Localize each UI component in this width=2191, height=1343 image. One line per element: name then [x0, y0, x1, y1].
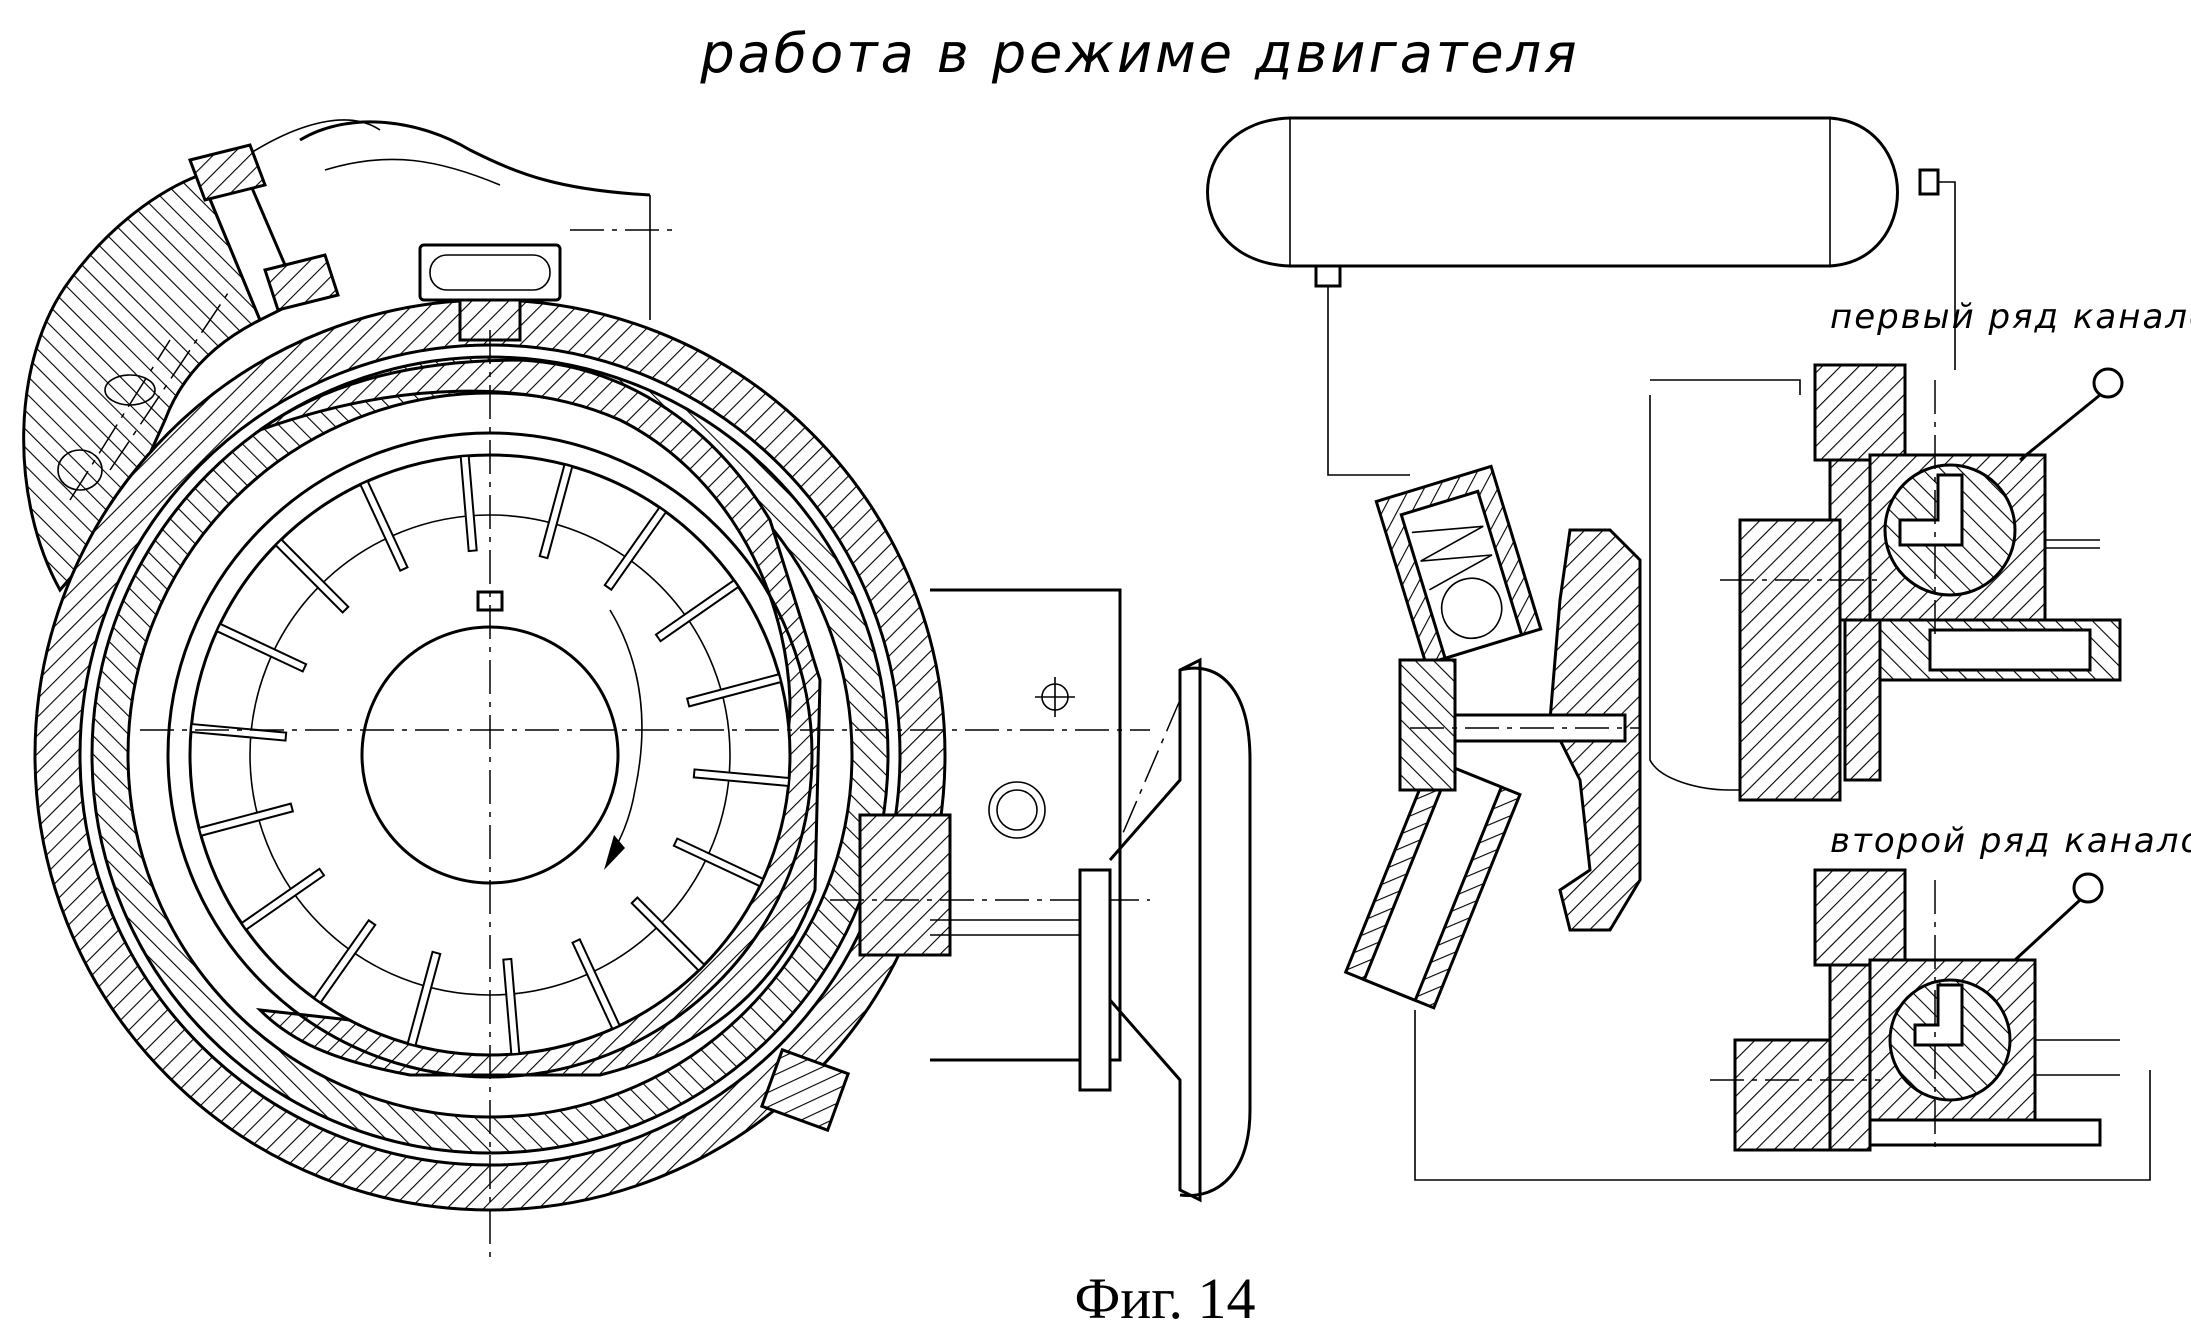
first-row-distributor: первый ряд каналов [1649, 297, 2191, 802]
rotor-vane [312, 918, 377, 1004]
rotor-vane [189, 722, 288, 742]
rotor-vane [240, 867, 326, 932]
rotor-vane [685, 673, 783, 708]
shaft-coupling [930, 588, 1252, 1203]
rotor-vane [571, 938, 621, 1031]
second-row-distributor: второй ряд каналов [1710, 821, 2191, 1152]
second-row-label: второй ряд каналов [1830, 821, 2191, 861]
upper-bracket [22, 119, 680, 593]
rotor-vane [502, 957, 521, 1056]
rotor-vane [603, 506, 668, 592]
pressure-tank [1206, 116, 1956, 476]
first-row-label: первый ряд каналов [1830, 297, 2191, 337]
check-valve [1343, 464, 2151, 1181]
rotor-vane [538, 463, 574, 560]
rotor-vane [692, 768, 791, 788]
rotor-vane [215, 622, 308, 673]
figure-title: работа в режиме двигателя [699, 22, 1579, 85]
rotor-vanes [189, 454, 791, 1056]
rotor-vane [274, 538, 350, 614]
rotor-vane [359, 479, 409, 572]
rotor-vane [459, 454, 478, 553]
rotor-vane [672, 837, 765, 888]
rotor-vane [406, 950, 442, 1047]
rotor-vane [197, 802, 295, 837]
rotor-vane [630, 896, 706, 972]
rotor-vane [654, 578, 740, 643]
figure-caption: Фиг. 14 [1074, 1266, 1255, 1331]
